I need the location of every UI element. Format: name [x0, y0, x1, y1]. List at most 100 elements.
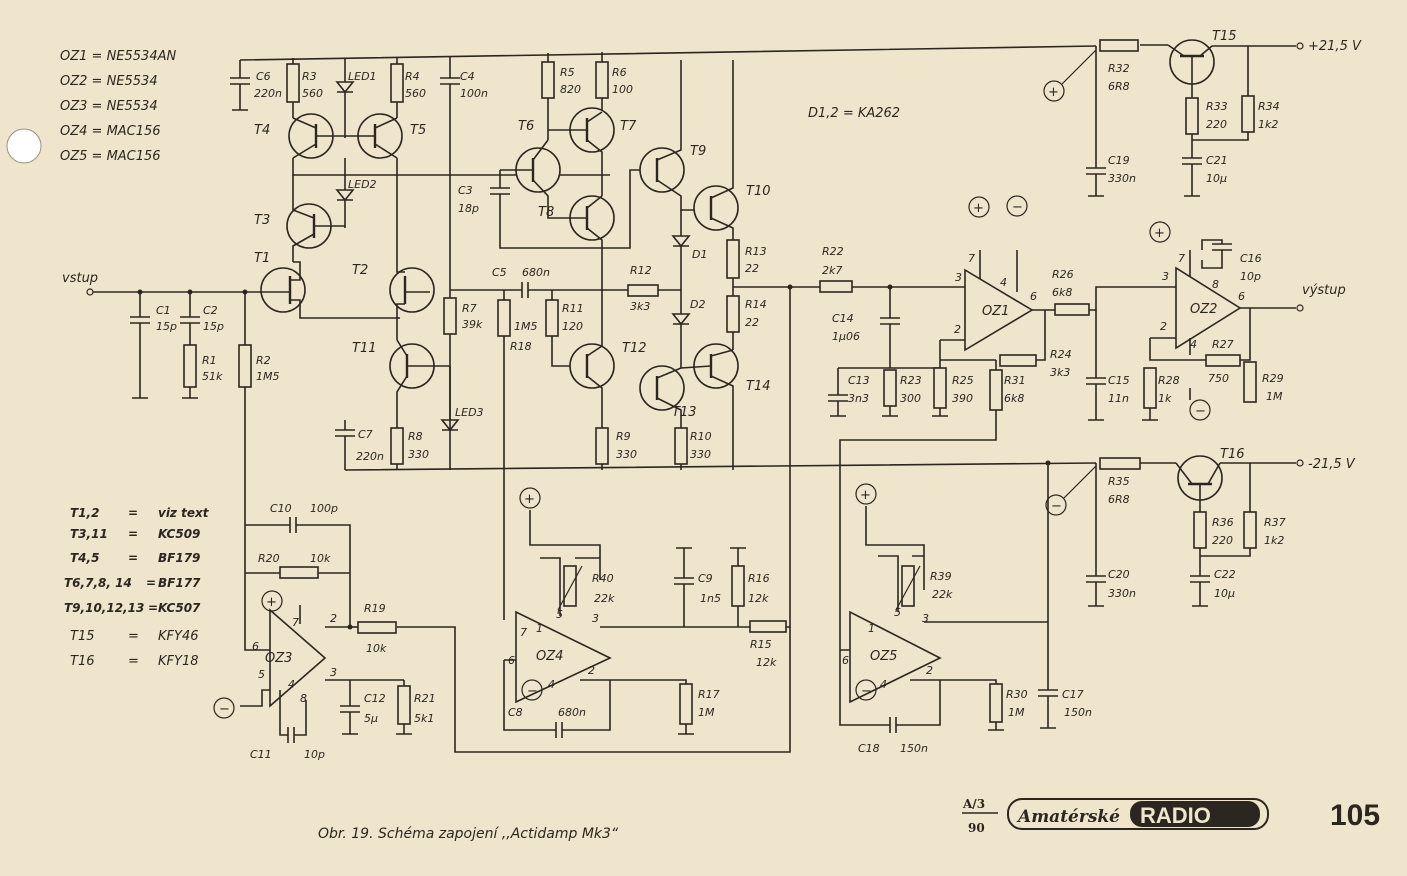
c5-value: 680n: [522, 266, 550, 279]
oz4-plus-sign: +: [524, 492, 535, 507]
r14-value: 22: [745, 316, 759, 329]
r24-value: 3k3: [1050, 366, 1070, 379]
oz5-pin: 3: [922, 612, 929, 625]
logo-right-text: RADIO: [1140, 803, 1211, 828]
opamp-list-item: OZ1 = NE5534AN: [60, 49, 176, 64]
transistor-list-eq: =: [128, 551, 138, 565]
oz2-pin: 3: [1162, 270, 1169, 283]
t10-label: T10: [746, 184, 770, 199]
c22-value: 10µ: [1214, 587, 1235, 600]
r33-label: R33: [1206, 100, 1228, 113]
r10-label: R10: [690, 430, 712, 443]
r40-label: R40: [592, 572, 614, 585]
c5-label: C5: [492, 266, 507, 279]
c14-label: C14: [832, 312, 854, 325]
oz4-label: OZ4: [536, 649, 563, 664]
oz3-minus-sign: −: [219, 702, 230, 717]
t1-label: T1: [254, 251, 270, 266]
c7-value: 220n: [356, 450, 384, 463]
oz1-label: OZ1: [982, 304, 1009, 319]
transistor-list: T1,2 = viz text T3,11 = KC509 T4,5 = BF1…: [64, 506, 210, 669]
c20-label: C20: [1108, 568, 1130, 581]
oz5-pin: 5: [894, 606, 901, 619]
oz4-pin: 3: [592, 612, 599, 625]
transistor-list-eq: =: [148, 601, 158, 615]
oz1-pin: 3: [955, 271, 962, 284]
driver-stage: R5 820 R6 100 T6 T7 T8 C3 18p T9 T10: [397, 52, 793, 753]
transistor-list-value: BF177: [158, 576, 201, 590]
c16-value: 10p: [1240, 270, 1261, 283]
oz1-pin: 6: [1030, 290, 1037, 303]
diff-pair-stage: C6 220n R3 560 LED1 R4 560 C4 100n T4 T5…: [230, 57, 610, 470]
transistor-list-eq: =: [146, 576, 156, 590]
oz2-label: OZ2: [1190, 302, 1217, 317]
oz4-pin: 2: [588, 664, 595, 677]
t5-label: T5: [410, 123, 426, 138]
transistor-list-eq: =: [128, 506, 138, 520]
r11-label: R11: [562, 302, 584, 315]
r28-value: 1k: [1158, 392, 1172, 405]
c19-value: 330n: [1108, 172, 1136, 185]
output-stage: R22 2k7 C14 1µ06 C13 3n3 R23 300 OZ1 3 7…: [790, 195, 1346, 650]
c2-value: 15p: [203, 320, 224, 333]
r30-label: R30: [1006, 688, 1028, 701]
transistor-list-name: T4,5: [70, 551, 99, 565]
r15-label: R15: [750, 638, 772, 651]
c11-value: 10p: [304, 748, 325, 761]
c13-label: C13: [848, 374, 870, 387]
r1-label: R1: [202, 354, 217, 367]
oz2-pin: 6: [1238, 290, 1245, 303]
r23-label: R23: [900, 374, 922, 387]
t2-label: T2: [352, 263, 368, 278]
r8-value: 330: [408, 448, 429, 461]
r25-label: R25: [952, 374, 974, 387]
oz5-pin: 6: [842, 654, 849, 667]
r2-label: R2: [256, 354, 271, 367]
r26-value: 6k8: [1052, 286, 1072, 299]
oz3-pin: 6: [252, 640, 259, 653]
logo-left-text: Amatérské: [1016, 807, 1120, 827]
led1-label: LED1: [348, 70, 377, 83]
r35-label: R35: [1108, 475, 1130, 488]
diode-note: D1,2 = KA262: [808, 106, 900, 121]
r3-label: R3: [302, 70, 317, 83]
r39-value: 22k: [932, 588, 953, 601]
transistor-list-value: viz text: [158, 506, 210, 520]
transistor-list-name: T1,2: [70, 506, 99, 520]
oz4-pin: 7: [520, 626, 527, 639]
c17-value: 150n: [1064, 706, 1092, 719]
r30-value: 1M: [1008, 706, 1025, 719]
c21-label: C21: [1206, 154, 1228, 167]
r4-value: 560: [405, 87, 426, 100]
r37-label: R37: [1264, 516, 1286, 529]
oz5-label: OZ5: [870, 649, 897, 664]
r39-label: R39: [930, 570, 952, 583]
r25-value: 390: [952, 392, 973, 405]
t8-label: T8: [538, 205, 554, 220]
c15-label: C15: [1108, 374, 1130, 387]
oz1-pin: 7: [968, 252, 975, 265]
r13-label: R13: [745, 245, 767, 258]
oz2-pin: 2: [1160, 320, 1167, 333]
d2-label: D2: [690, 298, 705, 311]
r35-value: 6R8: [1108, 493, 1130, 506]
c4-value: 100n: [460, 87, 488, 100]
oz3-pin: 2: [330, 612, 337, 625]
oz4-pin: 4: [548, 678, 555, 691]
opamp-list-item: OZ4 = MAC156: [60, 124, 161, 139]
r37-value: 1k2: [1264, 534, 1284, 547]
r7-value: 39k: [462, 318, 483, 331]
oz5-pin: 1: [868, 622, 875, 635]
r1-value: 51k: [202, 370, 223, 383]
t9-label: T9: [690, 144, 706, 159]
oz1-minus-sign: −: [1012, 200, 1023, 215]
r14-label: R14: [745, 298, 767, 311]
r32-label: R32: [1108, 62, 1130, 75]
transistor-list-name: T6,7,8, 14: [64, 576, 132, 590]
c4-label: C4: [460, 70, 475, 83]
r33-value: 220: [1206, 118, 1227, 131]
r17-label: R17: [698, 688, 720, 701]
output-label: výstup: [1302, 283, 1346, 298]
r5-value: 820: [560, 83, 581, 96]
t7-label: T7: [620, 119, 637, 134]
